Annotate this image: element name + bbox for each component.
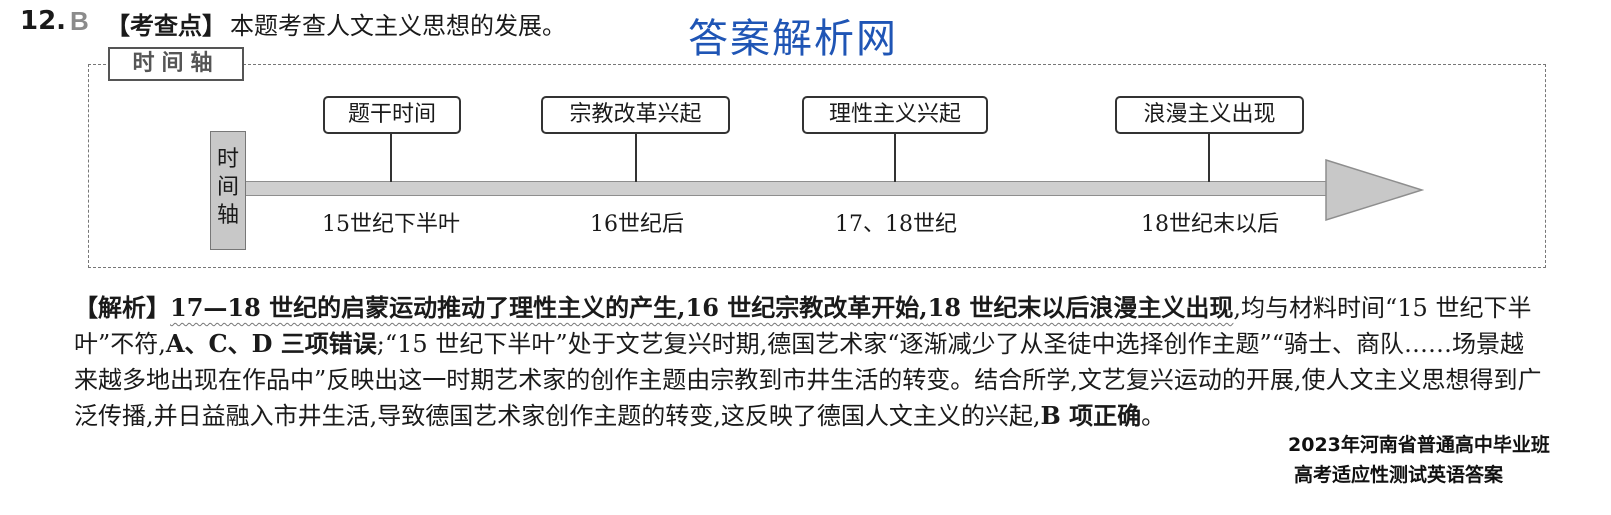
analysis-underlined-2: 16 世纪宗教改革开始, — [685, 293, 928, 322]
watermark-line: 高考适应性测试英语答案 — [1294, 464, 1504, 486]
analysis-paragraph: 【解析】17—18 世纪的启蒙运动推动了理性主义的产生,16 世纪宗教改革开始,… — [74, 290, 1544, 434]
timeline-period-label: 15世纪下半叶 — [322, 212, 460, 237]
analysis-end: 。 — [1141, 402, 1166, 430]
timeline-connector — [635, 134, 637, 182]
timeline-tag: 时间轴 — [108, 47, 244, 81]
watermark-line: 2023年河南省普通高中毕业班 — [1288, 434, 1550, 456]
axis-label-char: 间 — [216, 175, 239, 200]
kaochadian-text: 本题考查人文主义思想的发展。 — [230, 12, 566, 40]
analysis-acd-wrong: A、C、D 三项错误 — [165, 329, 377, 358]
timeline-event-box: 浪漫主义出现 — [1115, 96, 1304, 134]
timeline-event-box: 题干时间 — [323, 96, 461, 134]
timeline-connector — [390, 134, 392, 182]
timeline-period-label: 16世纪后 — [590, 212, 684, 237]
analysis-label: 【解析】 — [74, 294, 170, 322]
timeline-event-box: 宗教改革兴起 — [541, 96, 730, 134]
kaochadian-label: 【考查点】 — [106, 12, 226, 40]
question-answer: B — [70, 6, 89, 36]
timeline-event-box: 理性主义兴起 — [802, 96, 988, 134]
watermark-top: 答案解析网 — [688, 16, 898, 62]
timeline-frame — [88, 64, 1546, 268]
timeline-axis-bar — [245, 181, 1330, 196]
timeline-arrow-head — [1325, 158, 1424, 222]
timeline-connector — [1208, 134, 1210, 182]
timeline-axis-label: 时 间 轴 — [210, 131, 246, 250]
analysis-body: ;“15 世纪下半叶”处于文艺复兴时期,德国艺术家“逐渐减少了从圣徒中选择创作主… — [74, 330, 1542, 430]
timeline-period-label: 18世纪末以后 — [1141, 212, 1279, 237]
timeline-connector — [894, 134, 896, 182]
axis-label-char: 时 — [216, 147, 239, 172]
axis-label-char: 轴 — [216, 203, 239, 228]
analysis-text: ,均与材料时间“15 世纪下半叶”不符, — [74, 294, 1532, 358]
timeline-period-label: 17、18世纪 — [835, 212, 957, 237]
analysis-b-correct: B 项正确 — [1040, 401, 1142, 430]
analysis-underlined-3: 18 世纪末以后浪漫主义出现 — [927, 293, 1234, 322]
analysis-underlined-1: 17—18 世纪的启蒙运动推动了理性主义的产生, — [170, 293, 686, 322]
watermark-bottom: 2023年河南省普通高中毕业班 高考适应性测试英语答案 — [1288, 430, 1550, 490]
question-number: 12. — [20, 6, 67, 36]
